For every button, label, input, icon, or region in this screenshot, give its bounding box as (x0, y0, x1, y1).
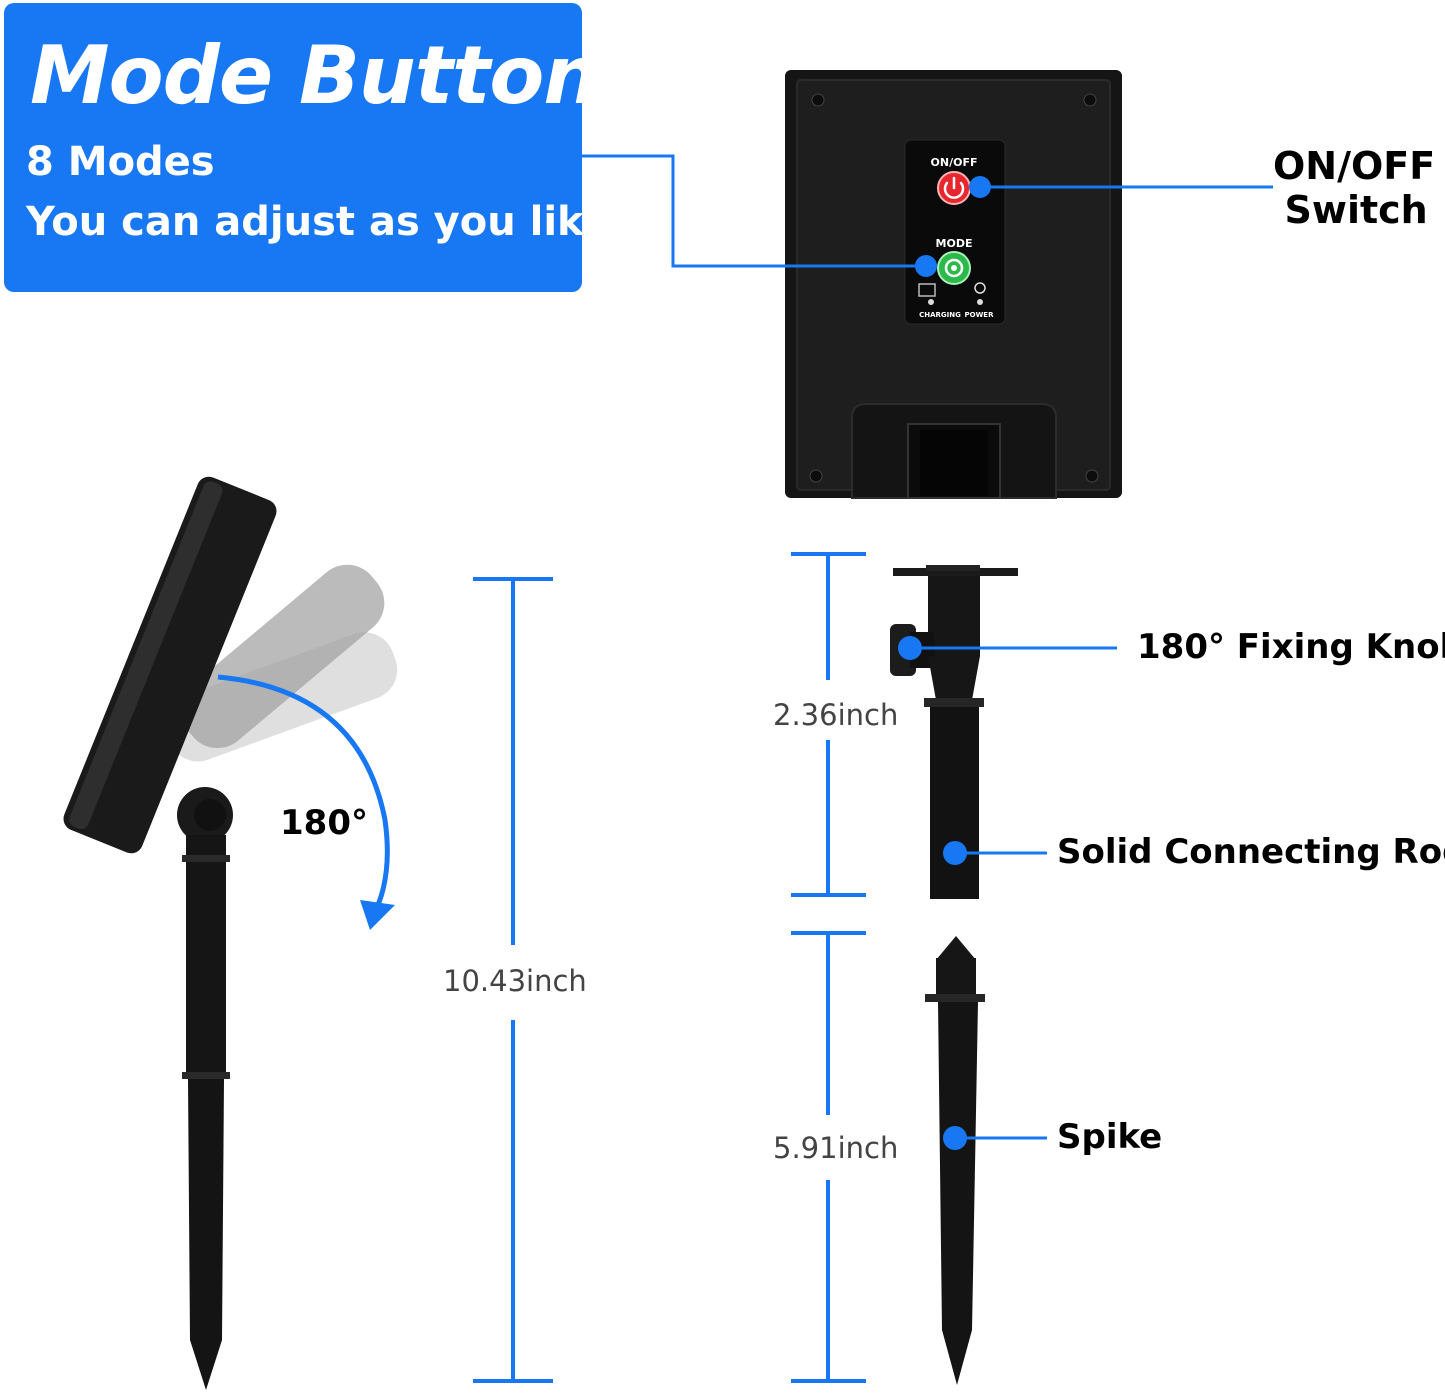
mode-leader-line (582, 154, 924, 268)
panel-power-text: POWER (965, 311, 995, 319)
spike-part (925, 936, 985, 1385)
rotation-arrow (217, 674, 395, 930)
callout-modes-count: 8 Modes (26, 139, 215, 185)
callout-adjust-note: You can adjust as you like (26, 199, 610, 245)
mode-button-callout: Mode Button 8 Modes You can adjust as yo… (4, 3, 610, 292)
mode-leader-dot (915, 255, 937, 277)
dimension-bar-spike (791, 931, 866, 1383)
callout-title: Mode Button (30, 29, 600, 122)
dimension-bar-rod (791, 552, 866, 897)
assembled-light (63, 476, 398, 1390)
spike-height-label: 5.91inch (773, 1131, 899, 1165)
connecting-rod-part (890, 565, 1018, 899)
rotation-angle-label: 180° (280, 803, 368, 843)
panel-onoff-text: ON/OFF (931, 156, 978, 169)
spike-label: Spike (1057, 1117, 1163, 1157)
power-icon (943, 181, 965, 199)
panel-mode-text: MODE (936, 237, 973, 250)
onoff-leader-line (969, 176, 1273, 198)
onoff-label-line2: Switch (1284, 188, 1428, 232)
mode-button[interactable] (937, 251, 971, 285)
rod-height-label: 2.36inch (773, 698, 899, 732)
onoff-label-line1: ON/OFF (1273, 144, 1436, 188)
onoff-switch-label: ON/OFF Switch (1273, 144, 1435, 232)
gear-icon (944, 258, 964, 278)
power-button[interactable] (937, 171, 971, 205)
connecting-rod-label: Solid Connecting Rod (1057, 832, 1445, 872)
fixing-knob-label: 180° Fixing Knob (1137, 627, 1445, 667)
connecting-rod-leader (943, 841, 1047, 865)
spike-leader (943, 1126, 1047, 1150)
panel-charging-text: CHARGING (919, 311, 961, 319)
power-indicator-icon (974, 282, 986, 305)
total-height-label: 10.43inch (443, 964, 587, 998)
solar-panel-back (785, 70, 1122, 499)
charging-indicator-icon (918, 283, 936, 305)
dimension-bar-total (473, 577, 553, 1383)
fixing-knob-leader (898, 636, 1117, 660)
